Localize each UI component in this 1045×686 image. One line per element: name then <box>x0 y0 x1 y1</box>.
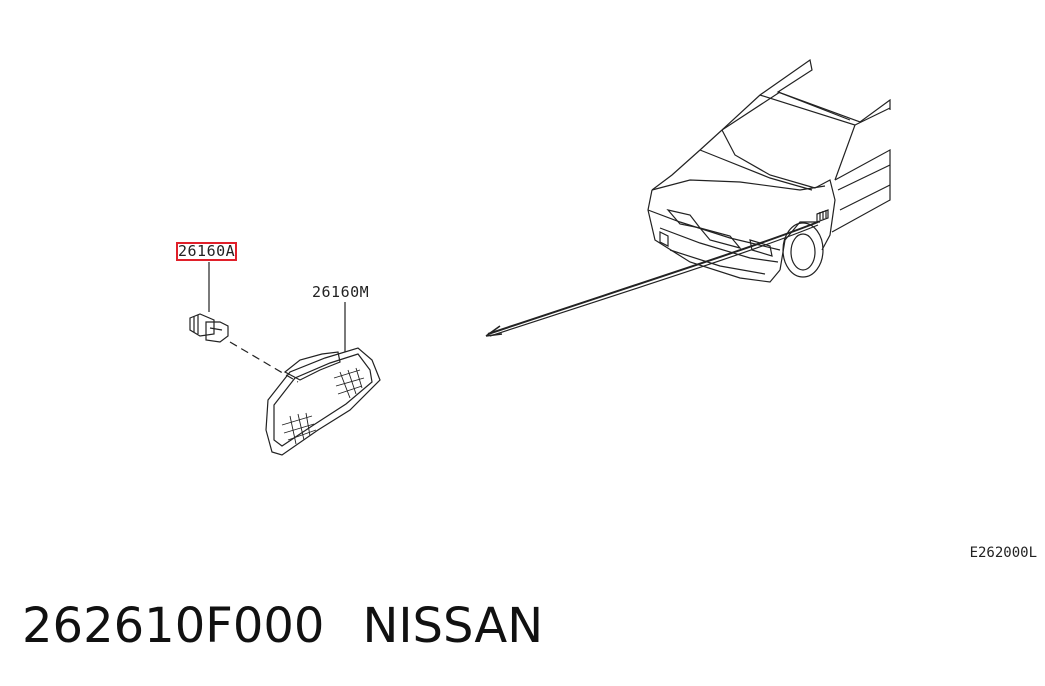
brand-name: NISSAN <box>362 598 544 654</box>
part-number: 262610F000 <box>22 598 325 654</box>
callout-26160m[interactable]: 26160M <box>312 283 370 301</box>
side-marker-lamp-icon <box>265 302 381 456</box>
car-illustration <box>647 58 891 283</box>
diagram-code: E262000L <box>969 545 1037 561</box>
callout-26160a[interactable]: 26160A <box>175 242 238 261</box>
arrow-icon <box>485 221 819 337</box>
part-title: 262610F000 NISSAN <box>22 598 543 654</box>
diagram-drawing <box>189 58 891 456</box>
parts-diagram: 26160A 26160M <box>175 58 891 456</box>
bulb-icon <box>189 262 229 343</box>
